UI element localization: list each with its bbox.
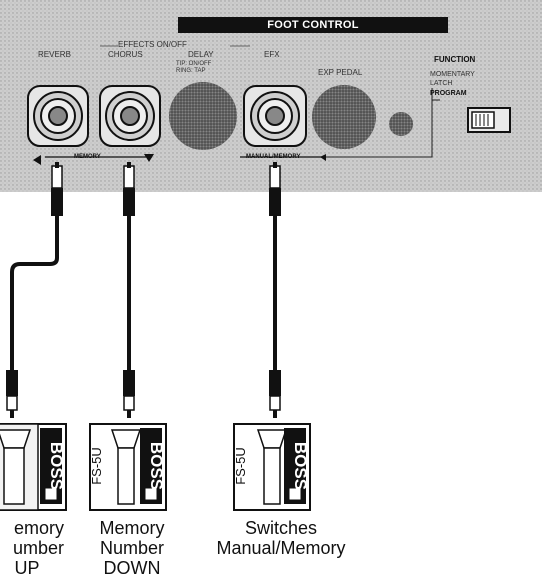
caption-pedal-1-line-2: umber	[12, 538, 64, 558]
panel-arrow-icon	[320, 154, 326, 161]
function-latch: LATCH	[430, 80, 453, 87]
small-knob[interactable]	[389, 112, 413, 136]
caption-pedal-3: Switches Manual/Memory	[206, 518, 356, 558]
plug-efx-top	[269, 162, 281, 216]
pedal-2-brand: BOSS	[147, 442, 166, 490]
exp-pedal-jack[interactable]	[312, 85, 376, 149]
caption-pedal-1-line-1: emory	[13, 518, 64, 538]
pedal-2-model: FS-5U	[89, 447, 104, 485]
efx-label: EFX	[264, 50, 280, 59]
manual-memory-label: MANUAL/MEMORY	[246, 154, 301, 160]
plug-chorus-top	[123, 162, 135, 216]
reverb-label: REVERB	[38, 50, 71, 59]
cable-reverb	[10, 216, 59, 370]
function-slide-switch[interactable]	[467, 107, 511, 133]
plug-pedal-3	[269, 370, 281, 418]
exp-pedal-label: EXP PEDAL	[318, 68, 363, 77]
foot-control-title: FOOT CONTROL	[267, 19, 359, 31]
footswitch-pedal-2[interactable]: FS-5U BOSS	[89, 423, 167, 511]
caption-pedal-2-line-1: Memory	[99, 518, 165, 538]
memory-down-arrow-icon	[144, 154, 154, 162]
plug-reverb-top	[51, 162, 63, 216]
pedal-3-brand-panel	[284, 428, 306, 504]
pedal-3-brand: BOSS	[291, 442, 310, 490]
delay-label: DELAY	[188, 50, 214, 59]
plug-pedal-2	[123, 370, 135, 418]
reverb-jack[interactable]	[27, 85, 89, 147]
memory-up-arrow-icon	[33, 155, 41, 165]
pedal-3-model: FS-5U	[233, 447, 248, 485]
foot-control-bar	[178, 17, 448, 33]
delay-ring-label: RING: TAP	[176, 68, 206, 74]
pedal-1-brand-panel	[40, 428, 62, 504]
caption-pedal-1: emory umber UP	[0, 518, 64, 578]
delay-tip-label: TIP: ON/OFF	[176, 61, 212, 67]
caption-pedal-2: Memory Number DOWN	[84, 518, 180, 578]
plug-pedal-1	[6, 370, 18, 418]
caption-pedal-1-line-3: UP	[14, 558, 40, 578]
footswitch-pedal-3[interactable]: FS-5U BOSS	[233, 423, 311, 511]
chorus-label: CHORUS	[108, 50, 143, 59]
function-program: PROGRAM	[430, 90, 467, 97]
caption-pedal-2-line-2: Number	[99, 538, 165, 558]
efx-jack[interactable]	[243, 85, 307, 147]
function-title: FUNCTION	[434, 55, 476, 64]
chorus-jack[interactable]	[99, 85, 161, 147]
delay-jack[interactable]	[169, 82, 237, 150]
memory-label: MEMORY	[74, 154, 101, 160]
caption-pedal-3-line-1: Switches	[244, 518, 318, 538]
footswitch-pedal-1[interactable]: BOSS	[0, 423, 67, 511]
function-momentary: MOMENTARY	[430, 71, 475, 78]
effects-on-off-label: EFFECTS ON/OFF	[118, 40, 187, 49]
caption-pedal-3-line-2: Manual/Memory	[216, 538, 346, 558]
pedal-1-brand: BOSS	[47, 442, 66, 490]
pedal-2-brand-panel	[140, 428, 162, 504]
caption-pedal-2-line-3: DOWN	[103, 558, 161, 578]
